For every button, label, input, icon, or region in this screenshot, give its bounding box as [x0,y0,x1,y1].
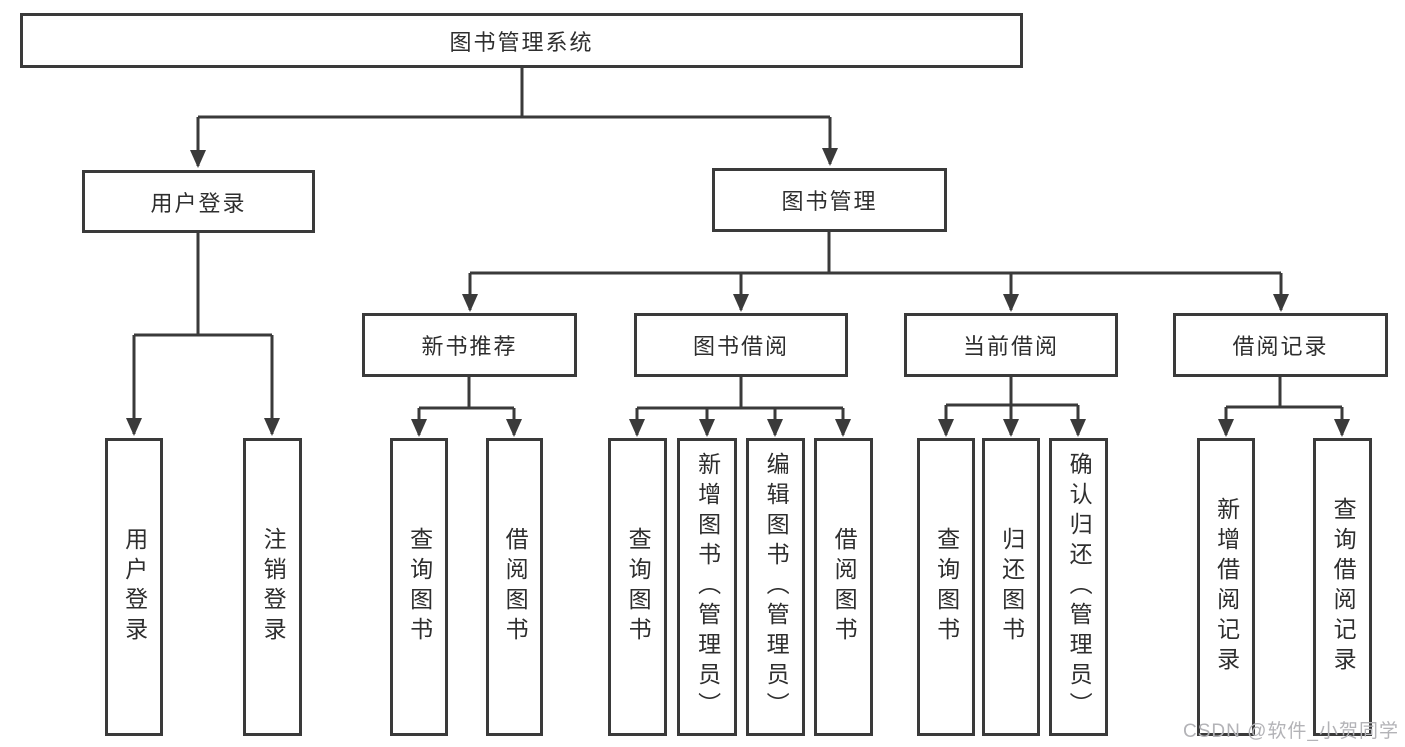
node-cb-query-books: 查询图书 [917,438,975,736]
node-label: 用户登录 [150,190,247,216]
node-bb-add-books-admin: 新增图书（管理员） [677,438,737,736]
node-rec-query-books: 查询图书 [390,438,448,736]
node-book-management: 图书管理 [712,168,947,232]
node-label: 查询图书 [625,527,652,647]
node-cb-return-books: 归还图书 [982,438,1040,736]
node-bb-query-books: 查询图书 [608,438,667,736]
node-label: 新书推荐 [421,334,518,359]
node-label: 当前借阅 [962,334,1059,359]
node-label: 图书借阅 [692,334,789,359]
node-label: 编辑图书（管理员） [763,452,790,722]
node-new-book-recommend: 新书推荐 [362,313,577,377]
node-br-query-record: 查询借阅记录 [1313,438,1372,736]
node-label: 查询借阅记录 [1330,497,1357,677]
node-br-add-record: 新增借阅记录 [1197,438,1255,736]
csdn-watermark: CSDN @软件_小贺同学 [1183,721,1399,742]
node-bb-borrow-books: 借阅图书 [814,438,873,736]
node-label: 借阅图书 [831,527,858,647]
node-label: 归还图书 [998,527,1025,647]
node-label: 注销登录 [260,527,287,647]
node-cb-confirm-return-admin: 确认归还（管理员） [1049,438,1108,736]
node-label: 借阅图书 [502,527,529,647]
node-label: 用户登录 [121,527,148,647]
node-book-borrowing: 图书借阅 [634,313,848,377]
node-leaf-user-login: 用户登录 [105,438,163,736]
node-label: 查询图书 [406,527,433,647]
node-rec-borrow-books: 借阅图书 [486,438,543,736]
node-library-system: 图书管理系统 [20,13,1023,68]
node-label: 图书管理系统 [449,29,594,55]
node-label: 确认归还（管理员） [1066,452,1093,722]
node-current-borrowing: 当前借阅 [904,313,1118,377]
node-label: 新增图书（管理员） [694,452,721,722]
node-label: 图书管理 [781,189,878,214]
node-leaf-logout: 注销登录 [243,438,302,736]
node-user-login: 用户登录 [82,170,315,233]
node-label: 新增借阅记录 [1213,497,1240,677]
node-label: 查询图书 [933,527,960,647]
node-label: 借阅记录 [1232,334,1329,359]
node-borrowing-records: 借阅记录 [1173,313,1388,377]
node-bb-edit-books-admin: 编辑图书（管理员） [746,438,805,736]
